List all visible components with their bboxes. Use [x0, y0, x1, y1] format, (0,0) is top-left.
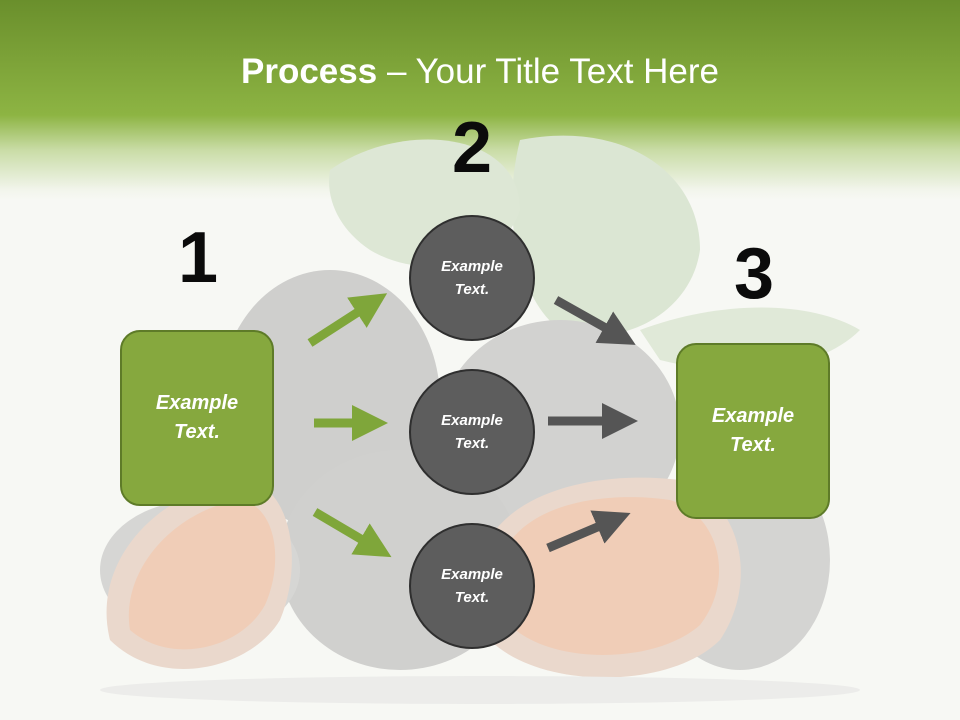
step-3-box[interactable]: Example Text. — [676, 343, 830, 519]
title-bold: Process — [241, 52, 378, 91]
step-2-circle-middle[interactable]: Example Text. — [409, 369, 535, 495]
step-number-1: 1 — [177, 218, 219, 298]
arrow-gray-down — [553, 296, 636, 345]
cut-fig-shape — [500, 497, 720, 655]
step-number-3: 3 — [733, 234, 775, 314]
leaf-shape — [512, 135, 700, 337]
title-rest: – Your Title Text Here — [377, 52, 719, 91]
arrow-gray-up — [546, 510, 631, 553]
page-title: Process – Your Title Text Here — [0, 52, 960, 92]
step-2-circle-top[interactable]: Example Text. — [409, 215, 535, 341]
arrow-green-down — [312, 508, 392, 558]
step-1-box[interactable]: Example Text. — [120, 330, 274, 506]
step-2-circle-bottom[interactable]: Example Text. — [409, 523, 535, 649]
shadow-shape — [100, 676, 860, 704]
arrow-green-up — [307, 293, 388, 347]
step-number-2: 2 — [451, 108, 493, 188]
cut-fig-shape — [128, 500, 276, 650]
